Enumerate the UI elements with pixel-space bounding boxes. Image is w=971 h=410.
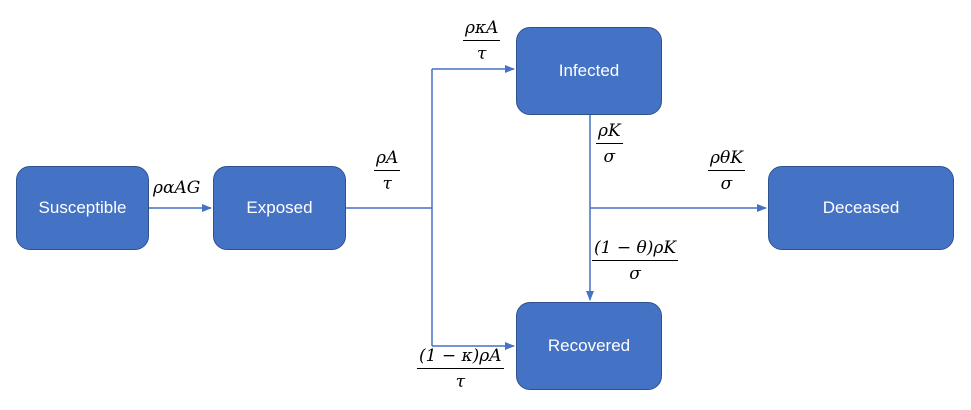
rate-numerator: ρθK	[708, 150, 745, 171]
rate-denominator: σ	[603, 147, 616, 167]
rate-exposed-outflow: ρA τ	[374, 150, 401, 194]
node-label: Infected	[558, 61, 620, 80]
rate-numerator: ρK	[596, 123, 623, 144]
node-label: Recovered	[547, 336, 631, 355]
node-label: Susceptible	[38, 198, 127, 217]
rate-numerator: (1 − θ)ρK	[592, 240, 679, 261]
rate-denominator: σ	[629, 264, 641, 284]
rate-denominator: τ	[455, 372, 465, 392]
rate-exposed-to-recovered: (1 − κ)ρA τ	[417, 348, 504, 391]
node-infected: Infected	[516, 27, 662, 115]
node-exposed: Exposed	[213, 166, 346, 250]
rate-numerator: (1 − κ)ρA	[417, 348, 504, 369]
node-recovered: Recovered	[516, 302, 662, 390]
node-susceptible: Susceptible	[16, 166, 149, 250]
rate-infected-to-deceased: ρθK σ	[708, 150, 745, 193]
rate-exposed-to-infected: ρκA τ	[463, 20, 501, 64]
rate-infected-to-recovered: (1 − θ)ρK σ	[592, 240, 679, 284]
rate-infected-outflow: ρK σ	[596, 123, 623, 166]
rate-denominator: τ	[382, 174, 392, 194]
node-label: Deceased	[822, 198, 900, 217]
rate-susceptible-to-exposed: ραAG	[153, 178, 201, 198]
rate-numerator: ρA	[374, 150, 401, 171]
node-deceased: Deceased	[768, 166, 954, 250]
node-label: Exposed	[246, 198, 313, 217]
rate-denominator: σ	[720, 174, 733, 194]
rate-denominator: τ	[477, 44, 487, 64]
rate-numerator: ρκA	[463, 20, 501, 41]
